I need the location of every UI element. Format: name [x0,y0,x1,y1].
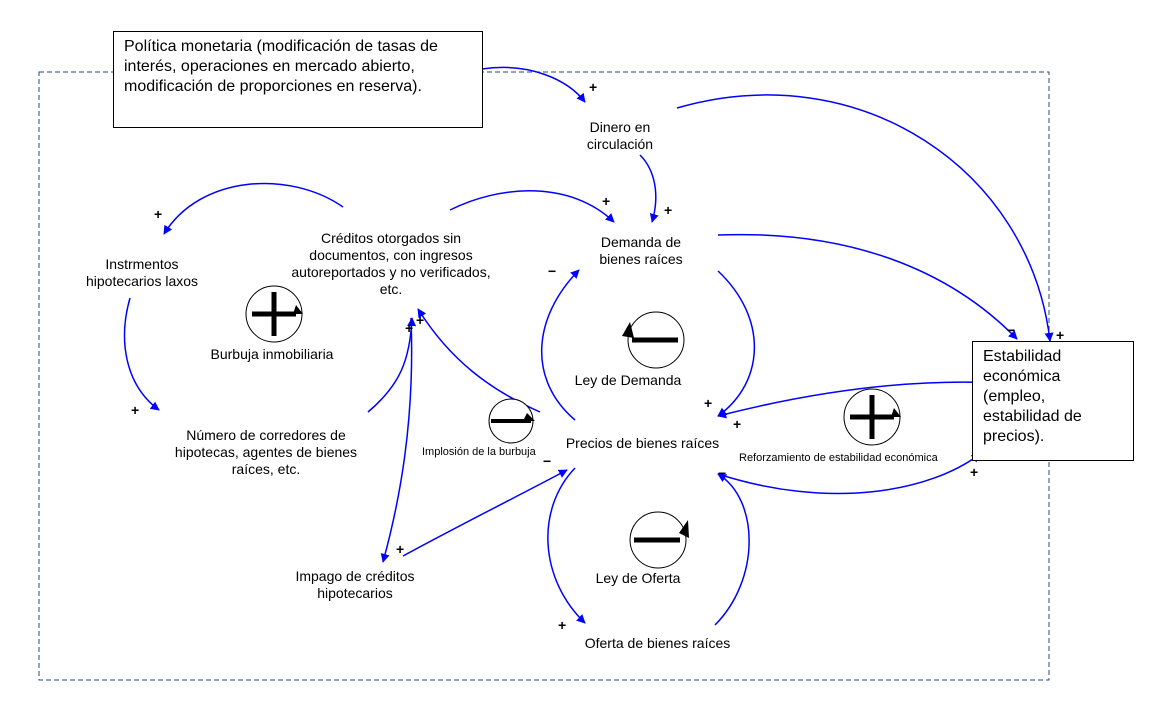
node-real-estate-demand: Demanda de bienes raíces [599,234,683,267]
loop-label-supply-law: Ley de Oferta [595,570,681,586]
polarity-money-stability: + [1056,327,1065,343]
link-credits-demand [449,190,615,223]
polarity-demand-prices: + [704,395,713,411]
link-money-demand [639,154,659,223]
polarity-demand-stability: − [1007,322,1016,338]
polarity-prices-credits: + [416,312,425,328]
polarity-stability-prices: + [733,416,742,432]
polarity-credits-default: + [396,541,405,557]
node-brokers-agents: Número de corredores de hipotecas, agent… [174,427,358,477]
polarity-policy-money: + [589,79,598,95]
link-supply-prices [714,473,750,626]
link-demand-stability [717,233,1018,340]
loop-label-bubble: Burbuja inmobiliaria [210,346,334,362]
loop-icon-bubble [245,285,303,343]
loop-label-stability: Reforzamiento de estabilidad económica [739,452,938,464]
node-money-in-circulation: Dinero en circulación [586,119,654,152]
polarity-prices-supply: + [558,617,567,633]
polarity-prices-demand: − [548,263,557,279]
loop-label-implosion: Implosión de la burbuja [422,446,536,458]
loop-icon-demand-law [622,311,685,369]
link-prices-credits [417,308,541,413]
polarity-credits-demand: + [602,193,611,209]
link-policy-money [481,66,586,103]
link-demand-prices [717,270,756,417]
polarity-brokers-credits: + [405,320,414,336]
link-default-prices [402,469,568,557]
node-mortgage-instruments: Instrmentos hipotecarios laxos [85,256,199,289]
link-prices-demand [541,269,580,421]
link-stability-prices [717,381,1001,419]
link-instruments-brokers [123,297,160,411]
polarity-default-prices: − [543,453,552,469]
polarity-prices-stability: + [970,464,979,480]
loop-icon-supply-law [629,511,689,569]
node-mortgage-default: Impago de créditos hipotecarios [295,568,415,601]
loop-icon-stability [843,388,901,446]
link-money-stability [676,94,1054,342]
node-monetary-policy: Política monetaria (modificación de tasa… [113,31,483,128]
node-economic-stability: Estabilidad económica (empleo, estabilid… [972,341,1134,461]
polarity-instruments-brokers: + [131,402,140,418]
polarity-money-demand: + [664,202,673,218]
polarity-supply-prices: − [718,465,727,481]
polarity-credits-instruments: + [154,206,163,222]
model-boundary [38,71,1050,681]
link-prices-supply [547,467,586,624]
node-real-estate-prices: Precios de bienes raíces [565,435,720,451]
link-prices-stability [717,453,981,495]
loop-icon-implosion [488,398,535,444]
link-credits-default [380,317,413,563]
loop-label-demand-law: Ley de Demanda [574,372,682,388]
link-credits-instruments [163,182,344,235]
node-real-estate-supply: Oferta de bienes raíces [584,635,731,651]
node-credits: Créditos otorgados sin documentos, con i… [291,230,491,297]
